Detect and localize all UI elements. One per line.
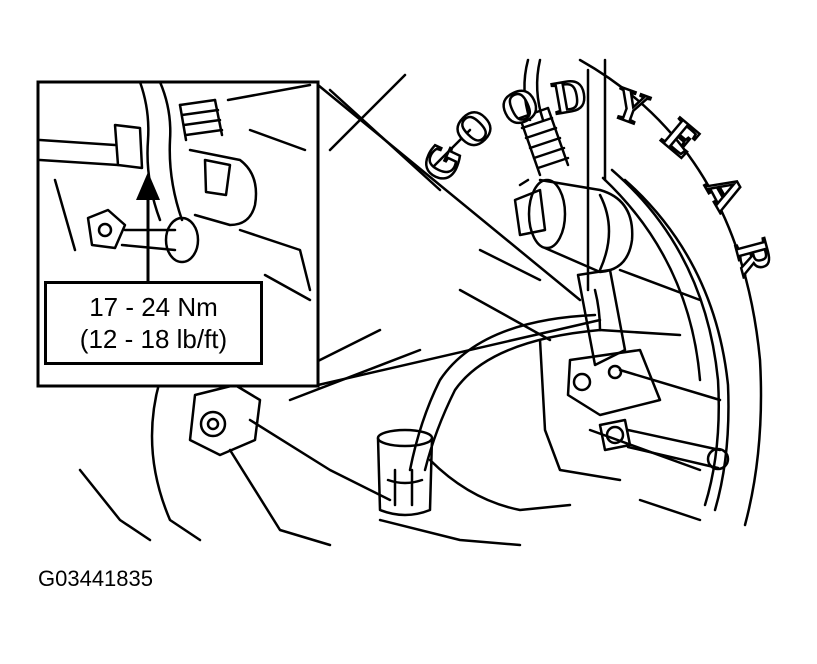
figure-id: G03441835: [38, 566, 153, 591]
bleeder-jar: [376, 428, 434, 517]
brake-hose: [408, 58, 602, 472]
caliper-bracket: [566, 268, 662, 417]
tire-lettering: G O O D Y E A R: [410, 67, 785, 282]
torque-imperial-label: (12 - 18 lb/ft): [79, 324, 228, 354]
magnifier-lines: [316, 83, 602, 387]
hose-spring-guard: [518, 106, 570, 177]
tire-letter: O: [493, 76, 547, 137]
brake-line-fitting: [513, 178, 634, 274]
arrow-up-icon: [136, 172, 160, 281]
tire-letter: Y: [607, 76, 656, 135]
caliper-bolt: [598, 418, 730, 471]
tire-letter: D: [549, 68, 591, 124]
tire-letter: A: [695, 165, 756, 219]
torque-metric-label: 17 - 24 Nm: [89, 292, 218, 322]
tire-letter: E: [654, 109, 710, 168]
torque-spec-callout: 17 - 24 Nm (12 - 18 lb/ft): [44, 281, 263, 365]
tire-sidewall: [578, 58, 763, 527]
